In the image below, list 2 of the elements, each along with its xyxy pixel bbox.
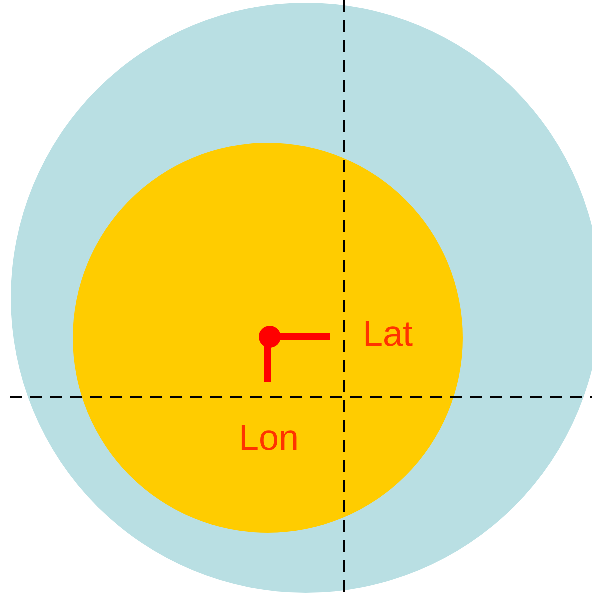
axis-label: Lat [363, 316, 414, 352]
axis-label: Lon [239, 420, 300, 456]
